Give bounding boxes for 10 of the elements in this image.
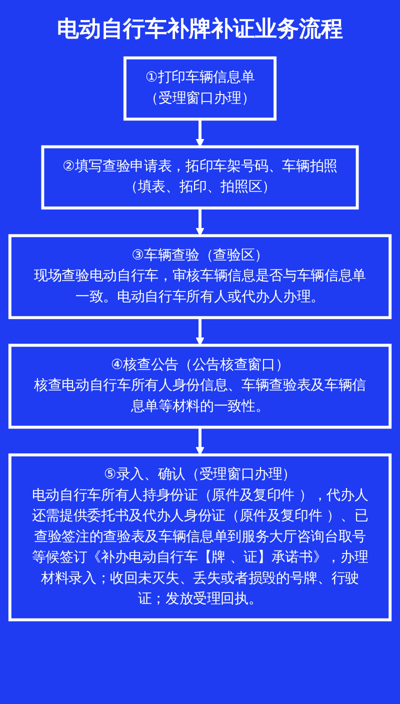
- arrow: [196, 427, 204, 456]
- title: 电动自行车补牌补证业务流程: [57, 16, 343, 44]
- node-box: ②填写查验申请表，拓印车架号码、车辆拍照 （填表、拓印、拍照区）: [41, 145, 359, 210]
- node-box: ④核查公告（公告核查窗口） 核查电动自行车所有人身份信息、车辆查验表及车辆信息单等材料的一致性。: [8, 344, 392, 429]
- node-box: ③车辆查验（查验区） 现场查验电动自行车，审核车辆信息是否与车辆信息单一致。电动自行车所有人或代办人办理。: [8, 234, 392, 320]
- node-box: ①打印车辆信息单 （受理窗口办理）: [123, 56, 277, 121]
- node-box: ⑤录入、确认（受理窗口办理） 电动自行车所有人持身份证（原件及复印件 ），代办人还需提供委托书及代办人身份证（原件及复印件 ）、已查验签注的查验表及车辆信息单到服务大厅咨询台取号等候签订《补办电动自行车【牌 、证】承诺书》，办理材料录入；收回未灭失、丢失或者损毁的号牌、行驶证；发放受理回执。: [8, 453, 392, 622]
- arrow: [196, 208, 204, 236]
- arrow: [196, 318, 204, 346]
- arrow: [196, 119, 204, 148]
